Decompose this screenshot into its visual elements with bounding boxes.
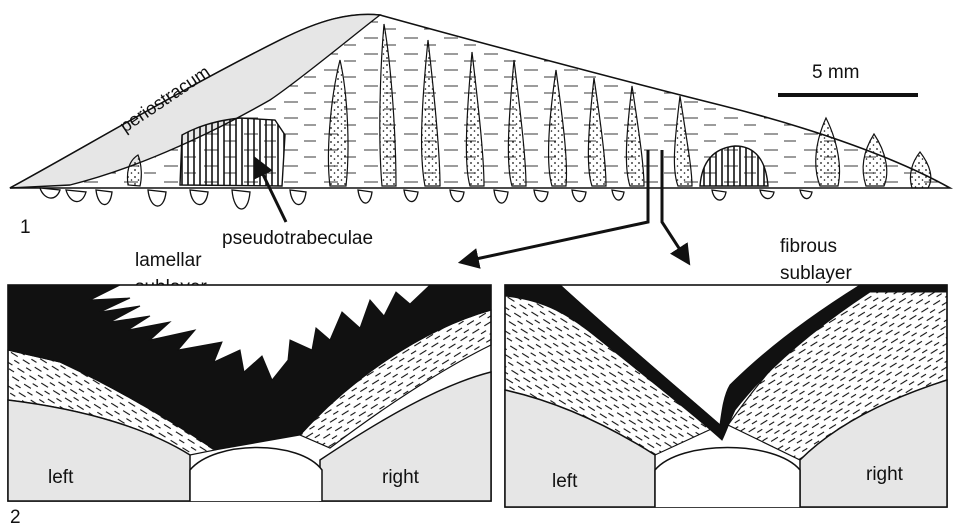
panel-1-number: 1 (20, 217, 31, 238)
right-detail-panel: left right (505, 285, 947, 507)
shell-profile: periostracum (10, 14, 950, 209)
fibrous-sublayer-label: fibrous sublayer (780, 236, 852, 284)
left-detail-arch (190, 448, 322, 502)
right-detail-right-label: right (866, 464, 904, 485)
pseudotrabeculae-label: pseudotrabeculae (222, 228, 373, 249)
pseudotrabeculae-block (180, 118, 285, 186)
lower-margin-scallops (40, 188, 812, 209)
left-detail-panel: left right (8, 285, 491, 501)
panel-2-number: 2 (10, 507, 21, 528)
right-detail-left-label: left (552, 471, 578, 492)
lamellar-label-line1: lamellar (135, 250, 202, 271)
left-detail-left-label: left (48, 467, 74, 488)
left-detail-right-label: right (382, 467, 420, 488)
right-detail-arch (655, 448, 800, 508)
fibrous-label-line1: fibrous (780, 236, 837, 257)
scale-bar-label: 5 mm (812, 62, 860, 83)
scale-bar: 5 mm (778, 62, 918, 95)
fibrous-label-line2: sublayer (780, 263, 852, 284)
